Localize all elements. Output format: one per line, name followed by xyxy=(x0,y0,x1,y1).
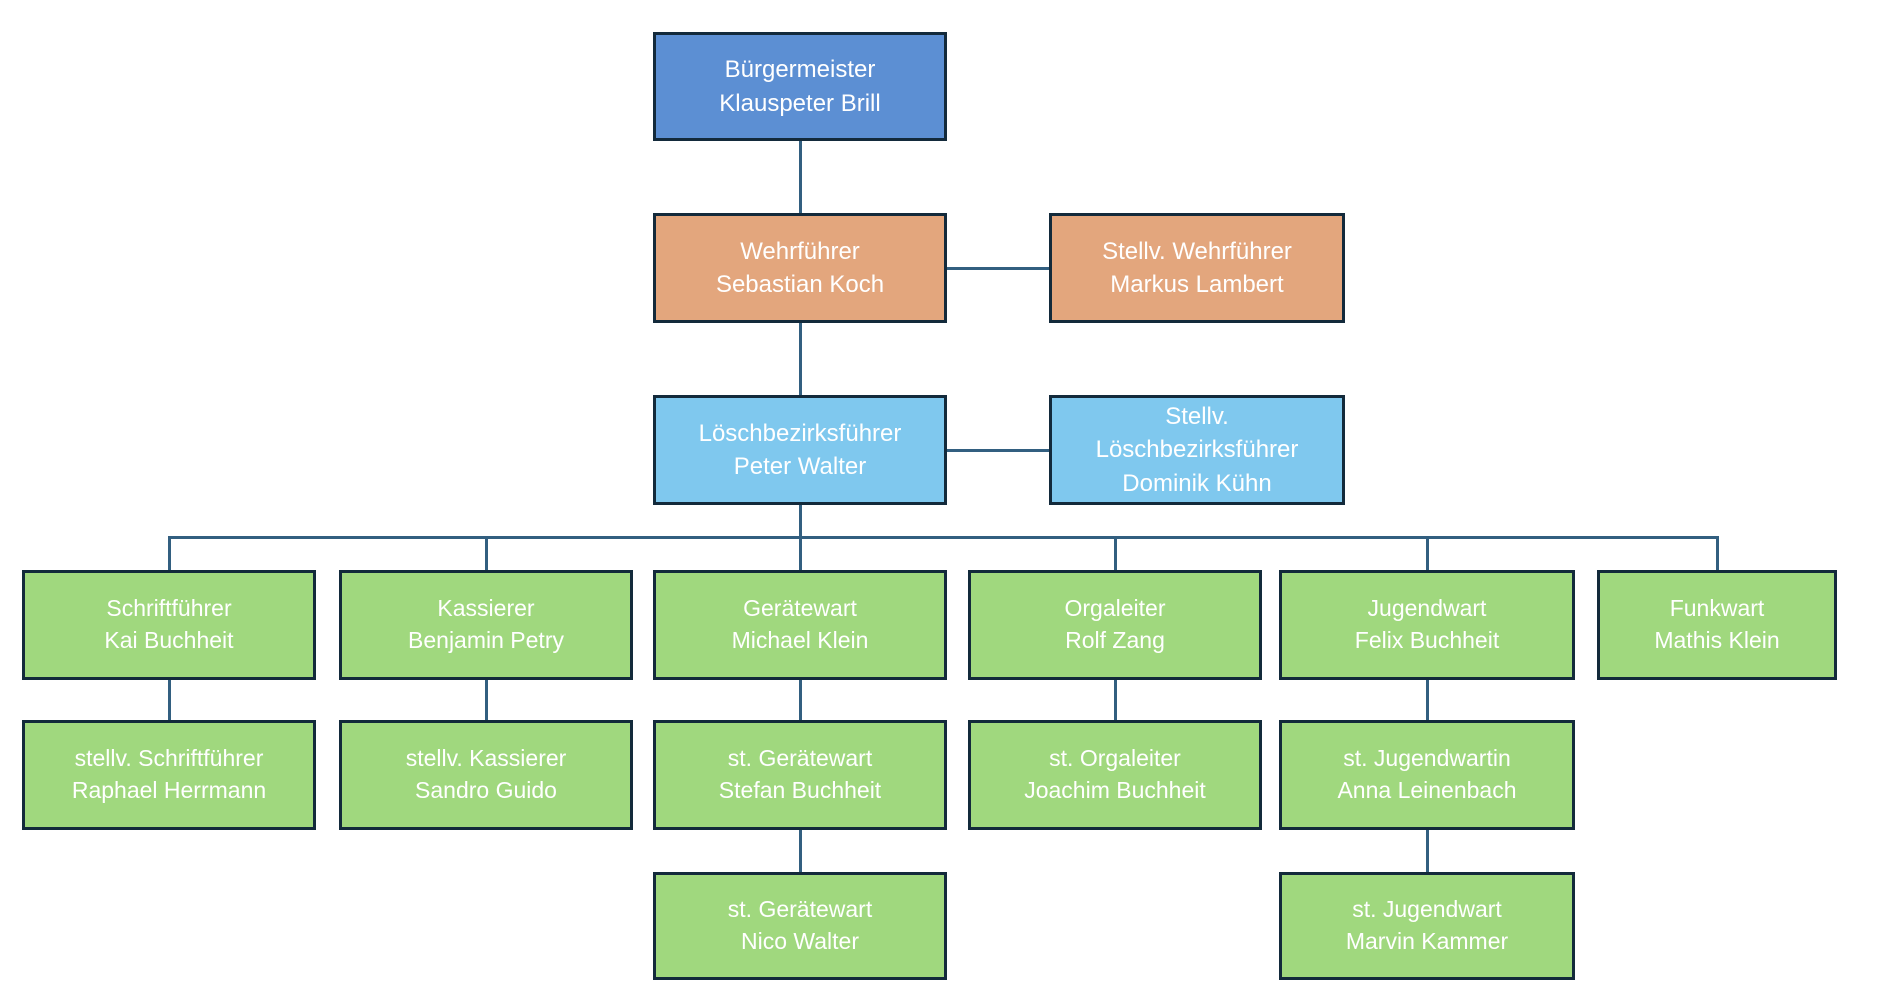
node-role-label: st. Gerätewart xyxy=(727,745,873,772)
node-role-label: st. Orgaleiter xyxy=(1049,745,1181,772)
connector-line xyxy=(799,536,802,570)
connector-line xyxy=(1114,536,1117,570)
node-person-name: Rolf Zang xyxy=(1065,627,1165,653)
connector-line xyxy=(485,680,488,720)
node-person-name: Mathis Klein xyxy=(1654,627,1780,653)
node-role-label: st. Jugendwart xyxy=(1352,896,1502,923)
node-role-label: Gerätewart xyxy=(743,595,857,622)
connector-line xyxy=(1114,680,1117,720)
node-role-label: stellv. Kassierer xyxy=(405,745,567,772)
node-role-label: st. Gerätewart xyxy=(727,896,873,923)
node-person-name: Sebastian Koch xyxy=(715,271,885,298)
node-person-name: Felix Buchheit xyxy=(1354,627,1500,653)
node-person-name: Peter Walter xyxy=(733,453,867,480)
node-role-label: Jugendwart xyxy=(1367,595,1487,622)
node-person-name: Raphael Herrmann xyxy=(71,777,267,803)
node-role-label: Schriftführer xyxy=(106,595,232,622)
connector-line xyxy=(1716,536,1719,570)
node-person-name: Benjamin Petry xyxy=(408,627,564,653)
node-person-name: Kai Buchheit xyxy=(104,627,234,653)
node-role-label: Stellv. Wehrführer xyxy=(1102,237,1292,265)
connector-line xyxy=(799,141,802,213)
node-person-name: Anna Leinenbach xyxy=(1337,777,1517,803)
connector-line xyxy=(168,536,171,570)
node-person-name: Sandro Guido xyxy=(415,777,557,803)
connector-line xyxy=(799,505,802,539)
node-role-label: Funkwart xyxy=(1669,595,1765,622)
node-role-label: Bürgermeister xyxy=(724,56,876,84)
node-role-label: st. Jugendwartin xyxy=(1343,745,1511,772)
connector-line xyxy=(1426,830,1429,872)
node-role-label: Löschbezirksführer xyxy=(698,419,902,447)
node-role-label: stellv. Schriftführer xyxy=(74,745,264,772)
node-person-name: Michael Klein xyxy=(731,627,869,653)
connector-line xyxy=(799,680,802,720)
connector-line xyxy=(799,323,802,395)
node-role-label: Kassierer xyxy=(437,595,535,622)
node-role-label: Stellv. Löschbezirksführer xyxy=(1095,403,1299,464)
node-role-label: Orgaleiter xyxy=(1064,595,1166,622)
node-person-name: Dominik Kühn xyxy=(1122,469,1272,497)
connector-line xyxy=(1426,680,1429,720)
node-person-name: Joachim Buchheit xyxy=(1024,777,1206,803)
connector-line xyxy=(168,536,1719,539)
node-person-name: Marvin Kammer xyxy=(1345,928,1509,954)
connector-line xyxy=(485,536,488,570)
connector-line xyxy=(947,449,1049,452)
connector-line xyxy=(1426,536,1429,570)
node-person-name: Klauspeter Brill xyxy=(719,89,881,117)
node-person-name: Markus Lambert xyxy=(1110,271,1284,298)
connector-line xyxy=(947,267,1049,270)
connector-line xyxy=(799,830,802,872)
node-role-label: Wehrführer xyxy=(740,237,860,265)
connector-line xyxy=(168,680,171,720)
node-person-name: Nico Walter xyxy=(741,928,859,954)
node-person-name: Stefan Buchheit xyxy=(718,777,882,803)
